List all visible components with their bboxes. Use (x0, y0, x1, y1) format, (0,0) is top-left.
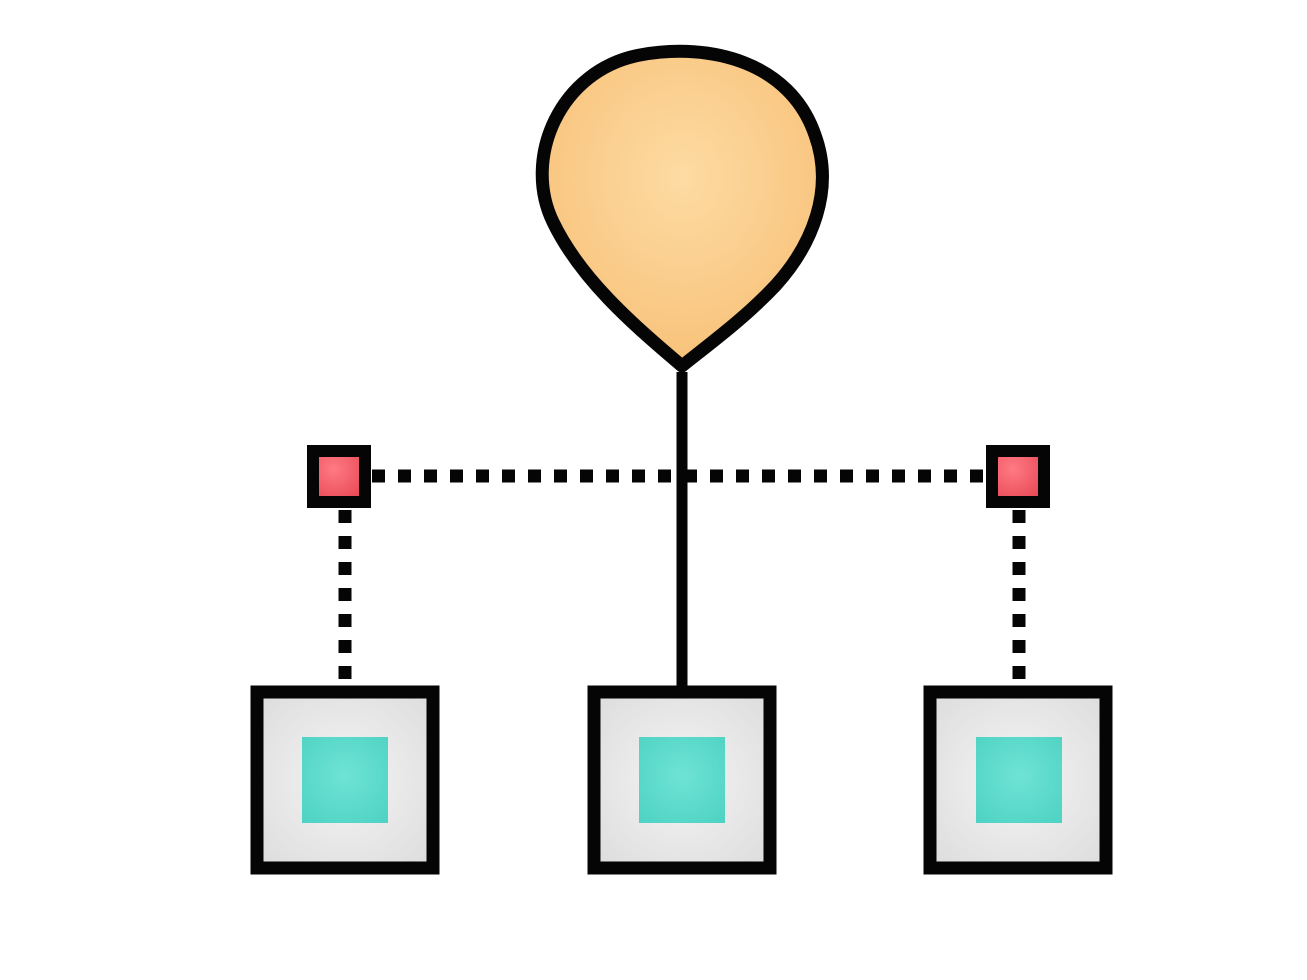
leaf-left (250, 685, 440, 875)
leaf-center-inner-square (639, 737, 725, 823)
leaf-left-inner-square (302, 737, 388, 823)
connector-right (986, 445, 1050, 508)
map-pin-icon (535, 44, 829, 373)
connector-right-square (986, 445, 1050, 508)
connector-left-square (307, 445, 371, 508)
leaf-center (587, 685, 777, 875)
root-node (535, 44, 829, 373)
leaf-right (923, 685, 1113, 875)
leaf-right-inner-square (976, 737, 1062, 823)
edges (338, 372, 1026, 692)
connector-left (307, 445, 371, 508)
